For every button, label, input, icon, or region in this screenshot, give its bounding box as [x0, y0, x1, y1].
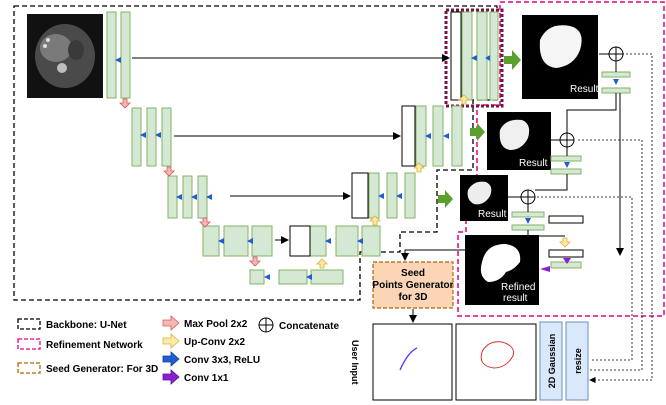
- svg-text:Conv 1x1: Conv 1x1: [184, 373, 229, 384]
- input-ct-image: [27, 14, 103, 98]
- svg-text:resize: resize: [573, 348, 583, 374]
- svg-text:2D Gaussian: 2D Gaussian: [547, 334, 557, 389]
- upconv-arrows: [316, 94, 470, 269]
- svg-text:Seed: Seed: [401, 268, 425, 279]
- refinement-white-maps: [548, 215, 584, 258]
- svg-text:Refined: Refined: [501, 282, 535, 293]
- svg-text:Conv 3x3, ReLU: Conv 3x3, ReLU: [184, 355, 260, 366]
- conv1x1-legend-icon: [162, 369, 180, 385]
- svg-text:for 3D: for 3D: [399, 292, 428, 303]
- maxpool-arrows: [119, 98, 261, 267]
- svg-text:result: result: [503, 293, 528, 304]
- refined-result-image: Refined result: [465, 235, 539, 305]
- svg-text:Max Pool 2x2: Max Pool 2x2: [184, 319, 248, 330]
- user-input-panel: User Input: [350, 323, 453, 401]
- refinement-conv1x1-arrows: [540, 258, 571, 272]
- maxpool-legend-icon: [162, 315, 180, 331]
- skip-copies: [289, 11, 462, 257]
- svg-text:Result: Result: [519, 158, 548, 169]
- svg-text:Backbone: U-Net: Backbone: U-Net: [46, 320, 127, 331]
- svg-text:Points Generator: Points Generator: [372, 280, 453, 291]
- result-image-1: Result: [522, 15, 599, 99]
- refinement-upconv-arrow: [559, 237, 571, 248]
- conv3x3-legend-icon: [162, 351, 180, 367]
- gaussian-box: 2D Gaussian: [539, 321, 563, 401]
- skip-connection-arrows: [132, 54, 450, 244]
- svg-text:Refinement Network: Refinement Network: [46, 340, 143, 351]
- svg-text:Up-Conv 2x2: Up-Conv 2x2: [184, 337, 246, 348]
- svg-text:Concatenate: Concatenate: [279, 321, 339, 332]
- resize-box: resize: [565, 321, 589, 401]
- svg-text:Result: Result: [570, 84, 599, 95]
- output-green-arrows: [438, 50, 521, 208]
- seed-generator-box: Seed Points Generator for 3D: [372, 261, 454, 309]
- contour-output-panel: [455, 323, 537, 401]
- seed-arrows: [401, 249, 465, 323]
- refinement-conv-arrows: [525, 79, 619, 224]
- svg-text:Seed Generator: For 3D: Seed Generator: For 3D: [46, 364, 158, 375]
- refinement-lines: [508, 53, 624, 256]
- svg-text:User Input: User Input: [350, 340, 360, 385]
- svg-text:Result: Result: [478, 209, 507, 220]
- result-image-2: Result: [487, 112, 551, 170]
- result-image-3: Result: [460, 175, 508, 221]
- conv3x3-arrows: [115, 55, 490, 280]
- upconv-legend-icon: [162, 333, 180, 349]
- feedback-dashed-lines: [537, 53, 653, 384]
- legend: Backbone: U-Net Refinement Network Seed …: [17, 315, 339, 385]
